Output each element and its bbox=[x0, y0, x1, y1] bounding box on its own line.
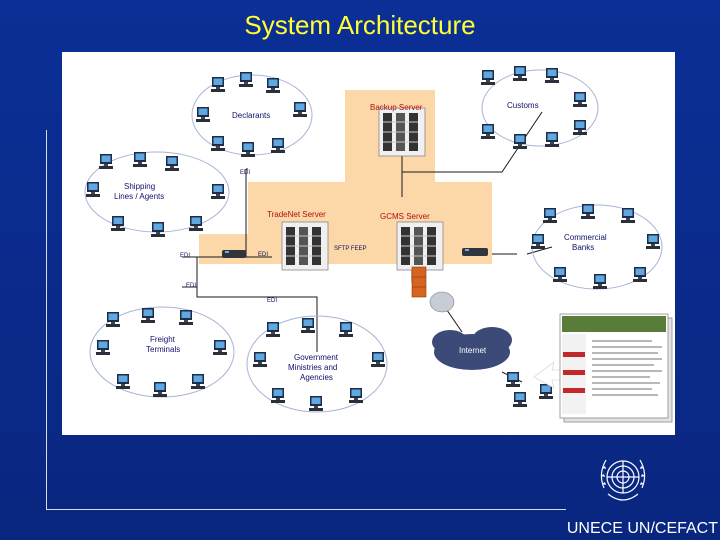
customs-cluster bbox=[481, 66, 599, 149]
edi-label-5: EDI bbox=[267, 298, 277, 304]
gcms-server-rack bbox=[396, 221, 444, 271]
commercial-banks-label-line2: Banks bbox=[572, 243, 594, 252]
freight-terminals-label-line1: Freight bbox=[150, 335, 176, 344]
commercial-banks-label-line1: Commercial bbox=[564, 233, 607, 242]
footer-organization: UNECE UN/CEFACT bbox=[566, 520, 718, 537]
freight-cluster bbox=[89, 306, 235, 398]
network-hub bbox=[429, 291, 455, 313]
gcms-server-label: GCMS Server bbox=[380, 212, 430, 221]
tradenet-server-label: TradeNet Server bbox=[267, 210, 326, 219]
shipping-label-line2: Lines / Agents bbox=[114, 192, 164, 201]
router-left bbox=[222, 250, 246, 258]
backup-server-label: Backup Server bbox=[370, 103, 423, 112]
freight-terminals-label-line2: Terminals bbox=[146, 345, 180, 354]
architecture-diagram: Backup Server Customs Declarants Shippin… bbox=[62, 52, 675, 435]
firewall bbox=[411, 266, 427, 298]
backup-server-rack bbox=[378, 107, 426, 157]
webpage-screenshot bbox=[559, 313, 673, 423]
declarants-label: Declarants bbox=[232, 111, 270, 120]
edi-label-4: EDI bbox=[186, 283, 196, 289]
government-label-line1: Government bbox=[294, 353, 339, 362]
banks-cluster bbox=[531, 204, 663, 290]
government-label-line3: Agencies bbox=[300, 373, 333, 382]
bottom-horizontal-rule bbox=[46, 509, 566, 510]
government-cluster bbox=[246, 315, 388, 413]
declarants-cluster bbox=[191, 72, 313, 157]
shipping-cluster bbox=[84, 151, 230, 237]
router-right bbox=[462, 248, 488, 256]
internet-label: Internet bbox=[459, 346, 487, 355]
link-label: SFTP FEEP bbox=[334, 246, 367, 252]
edi-label-1: EDI bbox=[240, 170, 250, 176]
internet-cloud bbox=[432, 327, 512, 370]
tradenet-server-rack bbox=[281, 221, 329, 271]
un-emblem-icon bbox=[600, 459, 646, 501]
left-vertical-rule bbox=[46, 130, 47, 510]
edi-label-2: EDI bbox=[180, 253, 190, 259]
slide-title: System Architecture bbox=[244, 10, 476, 40]
edi-label-3: EDI bbox=[258, 252, 268, 258]
shipping-label-line1: Shipping bbox=[124, 182, 155, 191]
customs-label: Customs bbox=[507, 101, 539, 110]
government-label-line2: Ministries and bbox=[288, 363, 337, 372]
